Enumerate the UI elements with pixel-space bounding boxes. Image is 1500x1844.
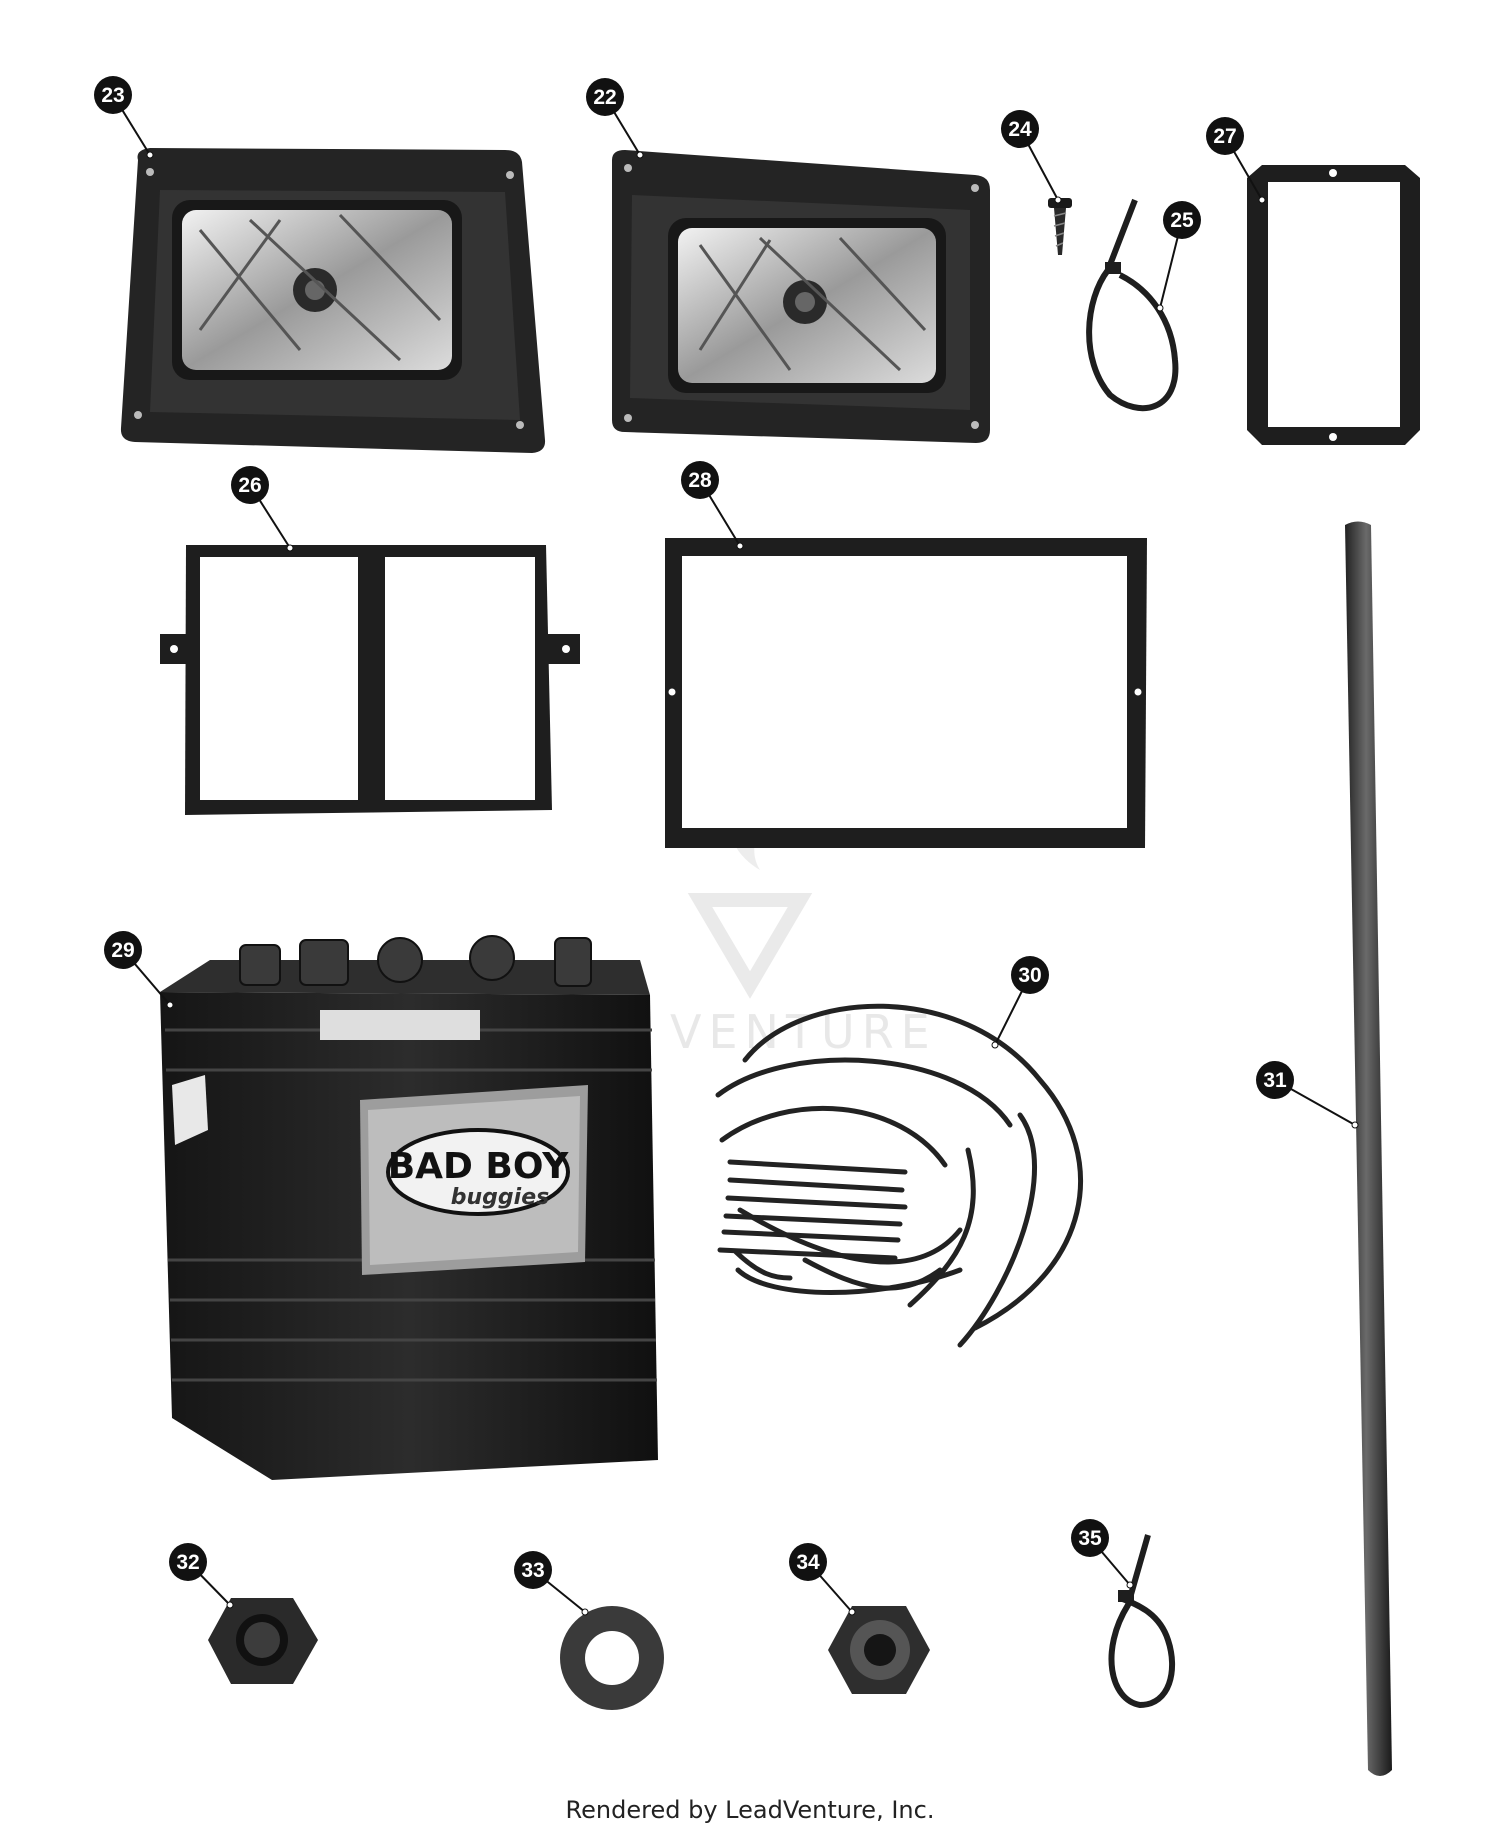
large-rectangular-frame <box>665 538 1147 848</box>
screw <box>1048 198 1072 255</box>
cable-tie-small <box>1086 198 1179 412</box>
battery-cable-set <box>715 1003 1083 1348</box>
headlight-right <box>612 150 990 443</box>
leader-dot-26 <box>286 544 294 552</box>
headlight-left <box>120 148 546 453</box>
callout-badge-34 <box>789 1543 827 1581</box>
hex-nut <box>208 1598 318 1684</box>
callout-24: 24 <box>1001 110 1062 204</box>
battery-subbrand-label: buggies <box>451 1185 549 1210</box>
callout-32: 32 <box>169 1543 234 1609</box>
callout-number-29: 29 <box>111 939 134 962</box>
leader-dot-27 <box>1258 196 1266 204</box>
callout-number-28: 28 <box>688 469 712 492</box>
lock-nut <box>828 1606 930 1694</box>
callout-number-31: 31 <box>1263 1069 1287 1092</box>
callouts: 22 23 24 25 26 27 28 29 30 31 32 33 34 35 <box>94 76 1359 1616</box>
battery-brand-label: BAD BOY <box>388 1146 569 1187</box>
callout-33: 33 <box>514 1551 589 1616</box>
callout-23: 23 <box>94 76 154 159</box>
callout-badge-26 <box>231 466 269 504</box>
callout-28: 28 <box>681 461 744 550</box>
leader-dot-23 <box>146 151 154 159</box>
leader-dot-22 <box>636 151 644 159</box>
callout-number-32: 32 <box>176 1551 199 1574</box>
callout-badge-28 <box>681 461 719 499</box>
callout-badge-33 <box>514 1551 552 1589</box>
callout-badge-23 <box>94 76 132 114</box>
callout-22: 22 <box>586 78 644 159</box>
callout-badge-32 <box>169 1543 207 1581</box>
callout-badge-29 <box>104 931 142 969</box>
watermark: VENTURE <box>670 800 937 1059</box>
leader-dot-32 <box>226 1601 234 1609</box>
footer-credit: Rendered by LeadVenture, Inc. <box>565 1796 935 1824</box>
callout-number-22: 22 <box>593 86 616 109</box>
callout-badge-35 <box>1071 1519 1109 1557</box>
leader-dot-29 <box>166 1001 174 1009</box>
callout-number-25: 25 <box>1170 209 1194 232</box>
leader-dot-24 <box>1054 196 1062 204</box>
callout-number-33: 33 <box>521 1559 544 1582</box>
leader-dot-30 <box>991 1041 999 1049</box>
double-window-frame <box>160 545 580 815</box>
gasket-frame-small <box>1247 165 1420 445</box>
long-rod <box>1345 521 1392 1776</box>
battery: BAD BOY buggies <box>160 935 658 1480</box>
callout-number-30: 30 <box>1018 964 1041 987</box>
leader-dot-31 <box>1351 1121 1359 1129</box>
callout-29: 29 <box>104 931 174 1009</box>
callout-25: 25 <box>1156 201 1201 312</box>
callout-30: 30 <box>991 956 1049 1049</box>
leader-dot-34 <box>848 1608 856 1616</box>
callout-number-26: 26 <box>238 474 261 497</box>
callout-badge-27 <box>1206 117 1244 155</box>
callout-number-24: 24 <box>1008 118 1032 141</box>
cable-tie-large <box>1108 1534 1176 1709</box>
leader-dot-35 <box>1126 1581 1134 1589</box>
callout-number-23: 23 <box>101 84 124 107</box>
flat-washer <box>560 1606 664 1710</box>
leader-dot-28 <box>736 542 744 550</box>
callout-26: 26 <box>231 466 294 552</box>
callout-badge-30 <box>1011 956 1049 994</box>
callout-number-34: 34 <box>796 1551 820 1574</box>
leader-dot-25 <box>1156 304 1164 312</box>
callout-number-27: 27 <box>1213 125 1236 148</box>
callout-27: 27 <box>1206 117 1266 204</box>
callout-badge-22 <box>586 78 624 116</box>
callout-34: 34 <box>789 1543 856 1616</box>
callout-badge-31 <box>1256 1061 1294 1099</box>
watermark-text: VENTURE <box>670 1005 937 1059</box>
callout-31: 31 <box>1256 1061 1359 1129</box>
callout-35: 35 <box>1071 1519 1134 1589</box>
callout-badge-25 <box>1163 201 1201 239</box>
callout-number-35: 35 <box>1078 1527 1102 1550</box>
callout-badge-24 <box>1001 110 1039 148</box>
leader-dot-33 <box>581 1608 589 1616</box>
